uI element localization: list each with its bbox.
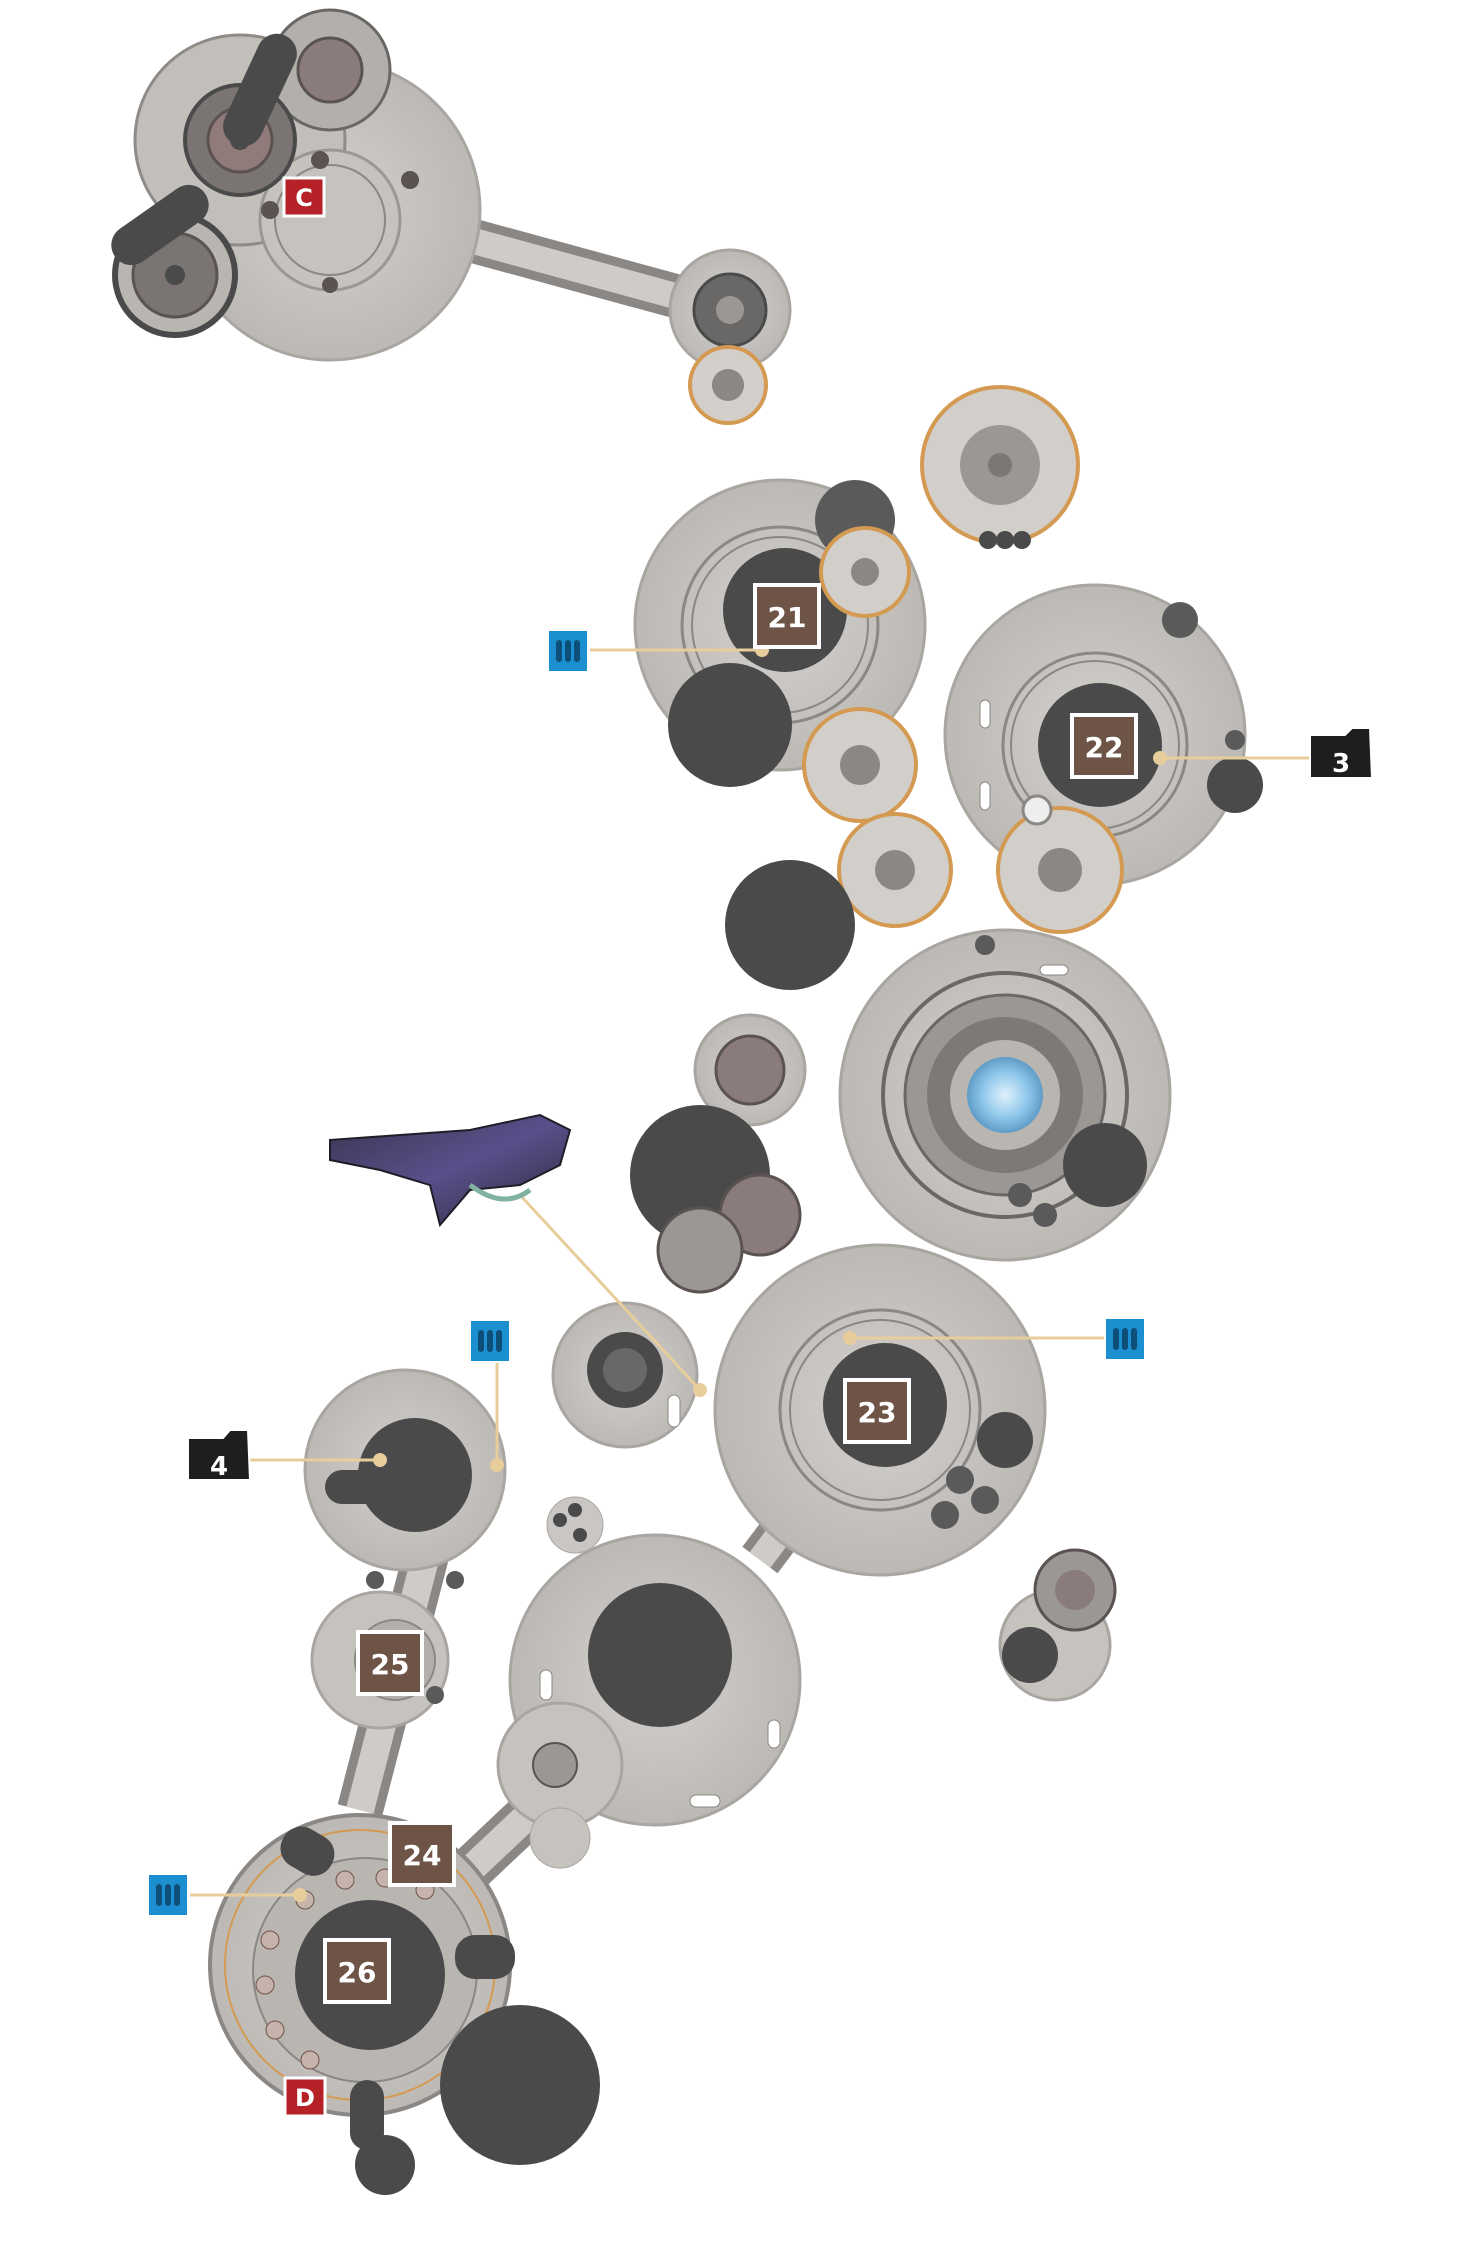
ammo-marker[interactable] bbox=[469, 1319, 511, 1363]
checkpoint-label: C bbox=[295, 184, 313, 212]
left-middle-pods bbox=[551, 1013, 807, 1449]
waypoint-label: 24 bbox=[403, 1839, 442, 1872]
energy-core bbox=[967, 1057, 1043, 1133]
intel-folder-label: 4 bbox=[210, 1452, 228, 1482]
waypoint-22[interactable]: 22 bbox=[1070, 713, 1138, 779]
ammo-marker[interactable] bbox=[147, 1873, 189, 1917]
waypoint-label: 21 bbox=[768, 601, 807, 634]
checkpoint-c[interactable]: C bbox=[282, 176, 326, 218]
energy-core-room bbox=[838, 928, 1172, 1262]
room-26 bbox=[208, 1813, 600, 2195]
intel-folder-label: 3 bbox=[1332, 749, 1350, 779]
checkpoint-d[interactable]: D bbox=[283, 2076, 327, 2118]
waypoint-label: 22 bbox=[1085, 731, 1124, 764]
ammo-crate-icon bbox=[556, 640, 580, 662]
waypoint-26[interactable]: 26 bbox=[323, 1938, 391, 2004]
ammo-crate-icon bbox=[1113, 1328, 1137, 1350]
callout-lines bbox=[190, 648, 1310, 1897]
intel-folder-3[interactable]: 3 bbox=[1309, 727, 1374, 779]
intel-folder-4[interactable]: 4 bbox=[187, 1429, 252, 1482]
waypoint-24[interactable]: 24 bbox=[388, 1821, 456, 1887]
checkpoint-label: D bbox=[295, 2084, 315, 2112]
ammo-crate-icon bbox=[156, 1884, 180, 1906]
top-cluster bbox=[111, 8, 792, 425]
alien-weapon-icon[interactable] bbox=[329, 1113, 572, 1228]
waypoint-label: 25 bbox=[371, 1648, 410, 1681]
waypoint-25[interactable]: 25 bbox=[356, 1630, 424, 1696]
ammo-marker[interactable] bbox=[1104, 1317, 1146, 1361]
lower-hub bbox=[496, 1533, 802, 1869]
waypoint-23[interactable]: 23 bbox=[843, 1378, 911, 1444]
middle-cluster bbox=[633, 385, 1263, 990]
waypoint-label: 26 bbox=[338, 1956, 377, 1989]
ammo-crate-icon bbox=[478, 1330, 502, 1352]
waypoint-21[interactable]: 21 bbox=[753, 583, 821, 649]
waypoint-label: 23 bbox=[858, 1396, 897, 1429]
callout-dots bbox=[293, 643, 1167, 1902]
ammo-marker[interactable] bbox=[547, 629, 589, 673]
